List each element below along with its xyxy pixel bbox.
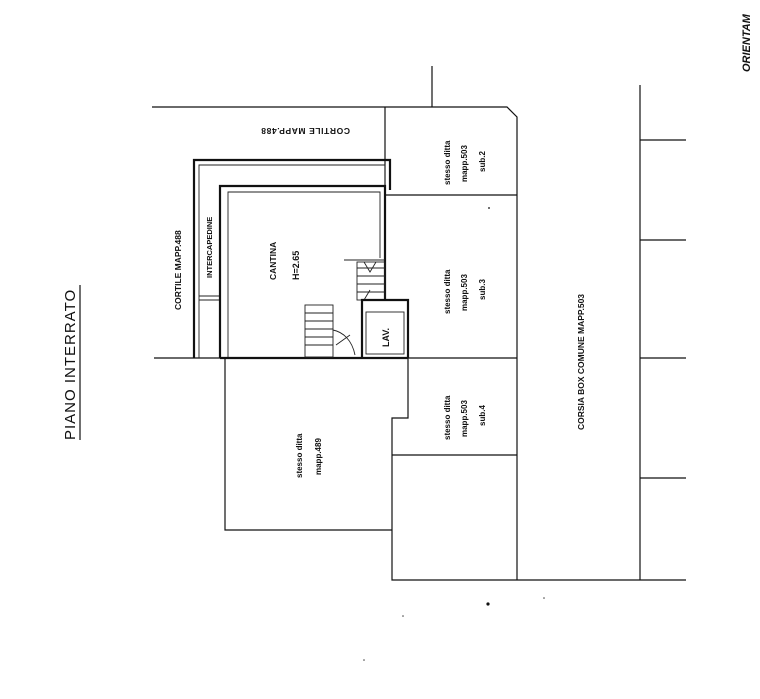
stair-lower [304,304,334,358]
svg-text:sub.4: sub.4 [478,405,487,426]
svg-text:stesso ditta: stesso ditta [443,140,452,185]
svg-text:stesso ditta: stesso ditta [443,395,452,440]
svg-text:mapp.489: mapp.489 [314,438,323,475]
scan-dot [363,659,365,661]
label-intercapedine: INTERCAPEDINE [205,217,214,278]
intercapedine-inner-wall [198,164,386,358]
mapp489-outline [224,358,392,531]
lav-room-wall [360,298,410,358]
stair-turn [332,329,356,356]
label-corsia: CORSIA BOX COMUNE MAPP.503 [576,294,586,430]
svg-text:stesso ditta: stesso ditta [295,433,304,478]
label-sub4: stesso ditta mapp.503 sub.4 [443,395,487,440]
label-cortile-left: CORTILE MAPP.488 [173,230,183,310]
label-cantina-height: H=2.65 [291,251,301,280]
scan-dot [488,207,490,209]
svg-text:sub.2: sub.2 [478,151,487,172]
label-cortile-top: CORTILE MAPP.488 [261,126,350,136]
intercapedine-outer-wall [192,158,392,358]
svg-text:stesso ditta: stesso ditta [443,269,452,314]
scan-dot [543,597,545,599]
cantina-outer-wall [218,184,387,358]
lower-unit-outline [391,358,517,581]
lav-room-inner [365,311,405,355]
floor-title: PIANO INTERRATO [62,289,79,440]
label-sub3: stesso ditta mapp.503 sub.3 [443,269,487,314]
cantina-inner-wall [227,191,381,358]
orientation-label: ORIENTAM [741,13,753,72]
svg-text:mapp.503: mapp.503 [460,145,469,182]
scan-dot [486,602,490,606]
svg-text:mapp.503: mapp.503 [460,400,469,437]
label-lav: LAV. [381,328,391,347]
scan-dot [402,615,404,617]
svg-text:mapp.503: mapp.503 [460,274,469,311]
label-cantina: CANTINA [268,242,278,280]
sub2-outline [385,106,518,195]
label-mapp489: stesso ditta mapp.489 [295,433,323,478]
svg-text:sub.3: sub.3 [478,279,487,300]
label-sub2: stesso ditta mapp.503 sub.2 [443,140,487,185]
